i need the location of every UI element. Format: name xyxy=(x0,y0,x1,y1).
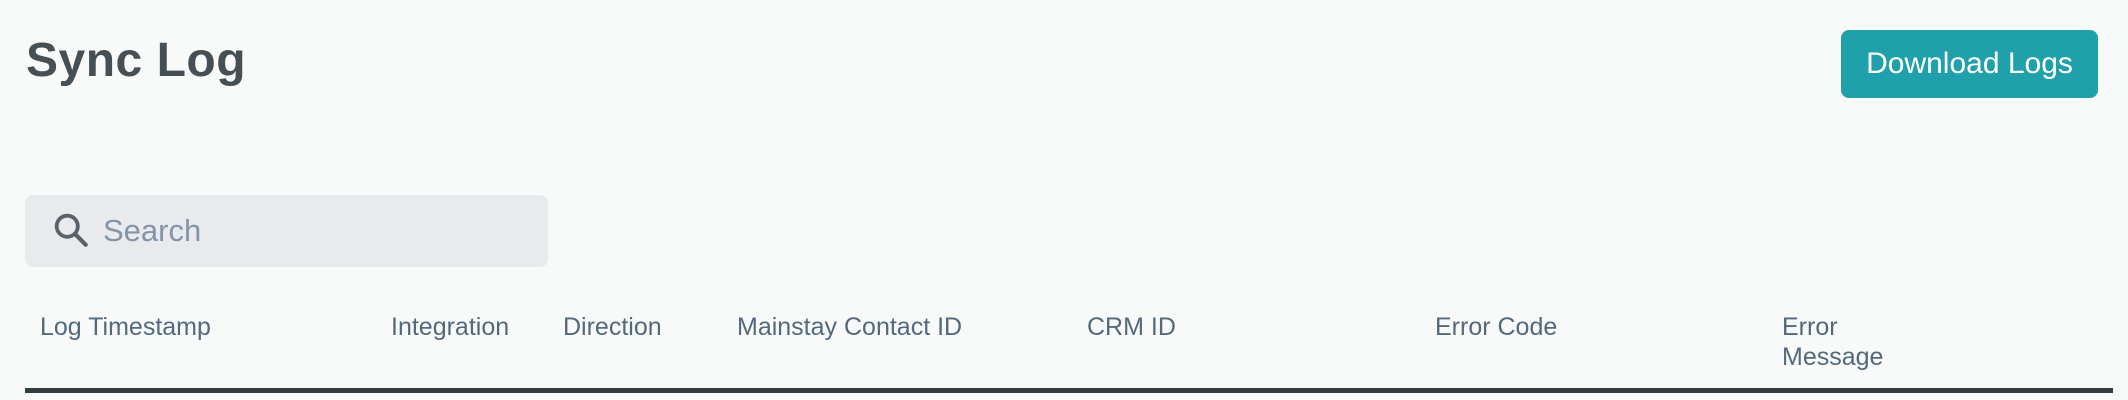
column-header-error-message: Error Message xyxy=(1782,313,1884,371)
page-title: Sync Log xyxy=(26,34,247,87)
log-table-header-row: Log Timestamp Integration Direction Main… xyxy=(25,312,2113,393)
column-header-direction: Direction xyxy=(563,313,662,341)
column-header-error-code: Error Code xyxy=(1435,313,1558,341)
search-box[interactable] xyxy=(25,195,548,267)
search-icon xyxy=(54,213,88,247)
column-header-log-timestamp: Log Timestamp xyxy=(40,313,211,341)
column-header-mainstay-contact-id: Mainstay Contact ID xyxy=(737,313,963,341)
search-input[interactable] xyxy=(103,195,532,267)
download-logs-button[interactable]: Download Logs xyxy=(1841,30,2098,98)
download-logs-button-label: Download Logs xyxy=(1866,47,2073,80)
column-header-crm-id: CRM ID xyxy=(1087,313,1176,341)
column-header-integration: Integration xyxy=(391,313,510,341)
